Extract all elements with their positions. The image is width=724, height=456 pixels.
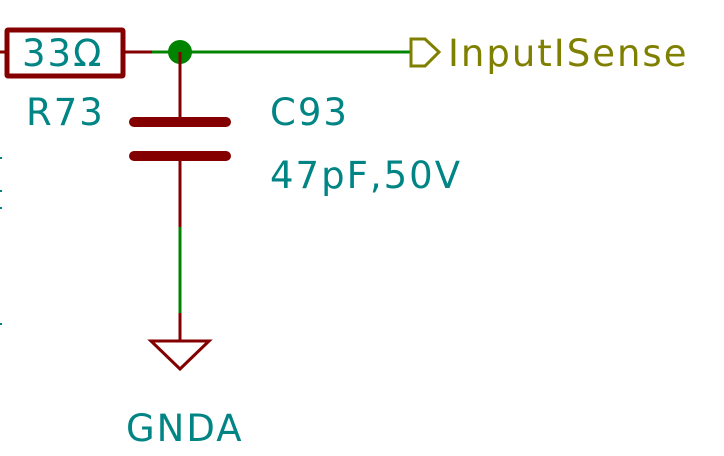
- ground-label: GNDA: [126, 407, 244, 450]
- capacitor-value: 47pF,50V: [270, 154, 462, 197]
- resistor-value: 33Ω: [22, 32, 103, 75]
- capacitor-reference: C93: [270, 91, 349, 134]
- global-label-text: InputISense: [448, 32, 688, 75]
- resistor-r73[interactable]: [0, 27, 152, 79]
- offscreen-pin-marks: [0, 157, 2, 325]
- ground-symbol-gnda[interactable]: [147, 313, 213, 372]
- resistor-reference: R73: [26, 91, 105, 134]
- global-label-shape[interactable]: [409, 37, 442, 68]
- capacitor-c93[interactable]: [129, 52, 231, 227]
